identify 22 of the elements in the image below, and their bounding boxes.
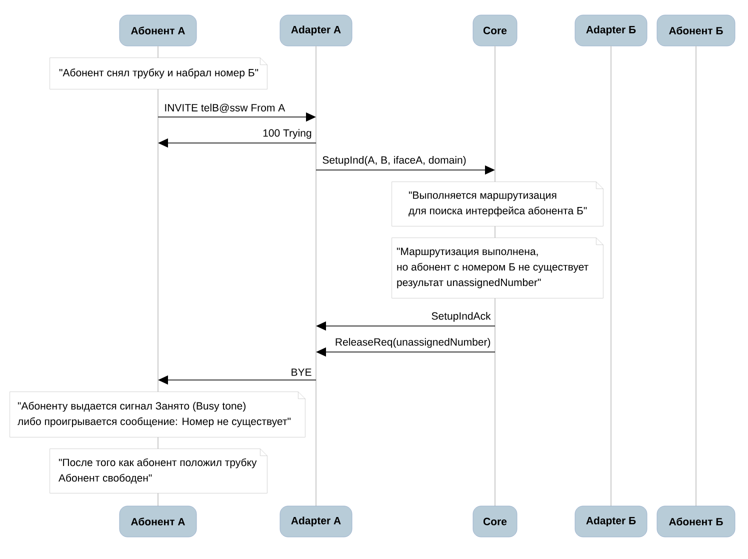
participant-box: Абонент Б [656,14,736,46]
participant-box: Core [472,14,518,46]
participant-box: Adapter A [280,14,352,46]
participant-box: Core [472,506,518,538]
participant-box: Абонент Б [656,506,736,538]
note: "Маршрутизация выполнена, но абонент с номером Б не существует результат unassignedNumber" [392,238,604,298]
edge-label: SetupInd(A, B, ifaceA, domain) [321,155,468,167]
participant-box: Абонент А [119,14,197,46]
note: "Выполняется маршрутизация для поиска интерфейса абонента Б" [392,182,604,226]
edge-label: 100 Trying [262,128,313,140]
note: "Абонент снял трубку и набрал номер Б" [50,58,268,90]
participant-box: Adapter Б [574,506,648,538]
note: "После того как абонент положил трубку Абонент свободен" [50,448,268,494]
edge-label: SetupIndAck [430,311,492,323]
edge-label: ReleaseReq(unassignedNumber) [334,337,492,349]
edge-label: BYE [290,368,313,377]
participant-box: Adapter A [280,506,352,538]
note: "Абоненту выдается сигнал Занято (Busy tone) либо проигрывается сообщение: Номер не существует" [10,392,306,438]
participant-box: Adapter Б [574,14,648,46]
participant-box: Абонент А [119,506,197,538]
lifeline [610,46,612,506]
edge-label: INVITE telB@ssw From A [163,102,286,114]
